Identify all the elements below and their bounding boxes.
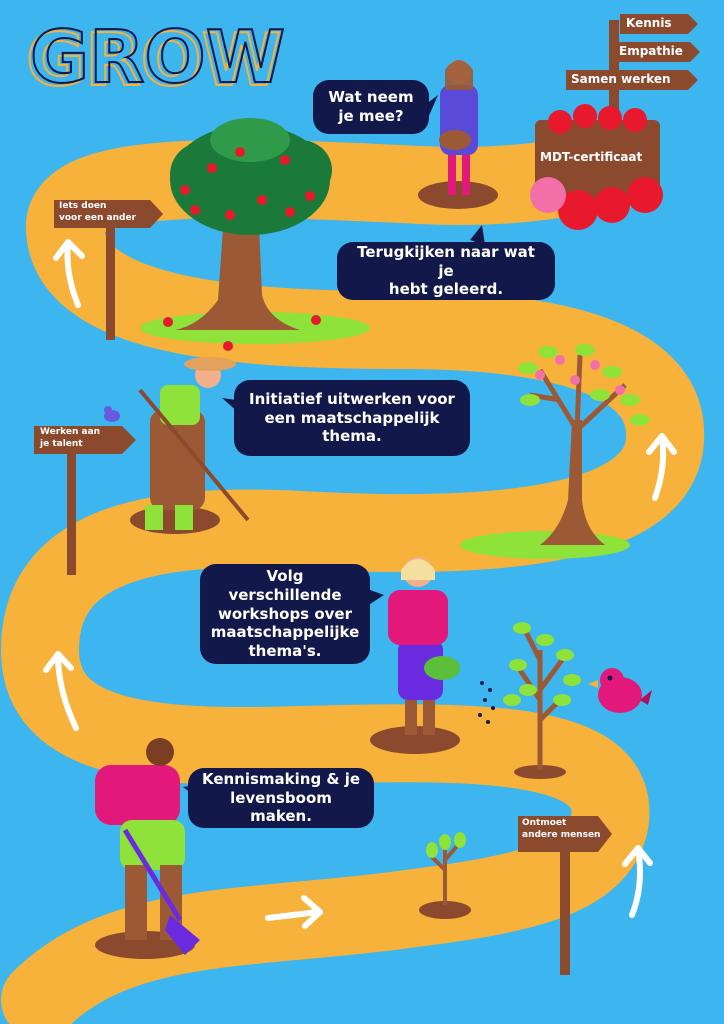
arrow-up-icon: [622, 845, 653, 918]
sapling-icon: [503, 622, 581, 779]
sign-samen-werken: Samen werken: [571, 72, 671, 86]
sign-ontmoet: Ontmoet andere mensen: [522, 818, 601, 840]
arrow-up-icon: [43, 651, 79, 731]
bubble-intro-text: Kennismaking & je levensboom maken.: [201, 769, 361, 826]
small-bird-icon: [104, 406, 120, 422]
signpost-ontmoet: [518, 816, 612, 975]
bubble-initiative-text: Initiatief uitwerken voor een maatschapp…: [249, 389, 455, 446]
arrow-up-icon: [646, 433, 677, 501]
sign-iets-doen: Iets doen voor een ander: [59, 201, 137, 223]
arrow-right-icon: [265, 895, 323, 929]
signpost-top-right: [566, 14, 700, 120]
blossom-tree-icon: [460, 344, 650, 559]
bubble-look-back-text: Terugkijken naar wat je hebt geleerd.: [357, 242, 535, 299]
bubble-look-back: Terugkijken naar wat je hebt geleerd.: [337, 242, 555, 300]
title-glyphs-shadow: GROW: [30, 15, 285, 99]
seedling-icon: [419, 832, 471, 919]
signpost-talent: [34, 426, 136, 575]
apple-crate: [530, 104, 663, 230]
person-digger: [95, 738, 200, 959]
bubble-initiative: Initiatief uitwerken voor een maatschapp…: [234, 380, 470, 456]
person-farmer: [130, 357, 250, 534]
bubble-workshops-text: Volg verschillende workshops over maatsc…: [210, 567, 360, 661]
person-top: [418, 60, 498, 209]
bubble-intro: Kennismaking & je levensboom maken.: [188, 768, 374, 828]
bubble-take-away: Wat neem je mee?: [313, 80, 429, 134]
sign-kennis: Kennis: [626, 16, 672, 30]
apple-tree-icon: [140, 118, 370, 351]
sign-talent: Werken aan je talent: [40, 427, 101, 449]
bird-icon: [588, 668, 652, 713]
sign-empathie: Empathie: [619, 44, 683, 58]
arrow-up-icon: [53, 239, 85, 308]
signpost-iets-doen: [54, 200, 163, 340]
bubble-workshops: Volg verschillende workshops over maatsc…: [200, 564, 370, 664]
crate-label: MDT-certificaat: [540, 150, 643, 164]
bubble-take-away-text: Wat neem je mee?: [328, 88, 414, 125]
title-glyphs: GROW: [26, 18, 281, 102]
person-gardener: [370, 557, 495, 754]
title-lettering: GROW GROW: [25, 14, 286, 103]
